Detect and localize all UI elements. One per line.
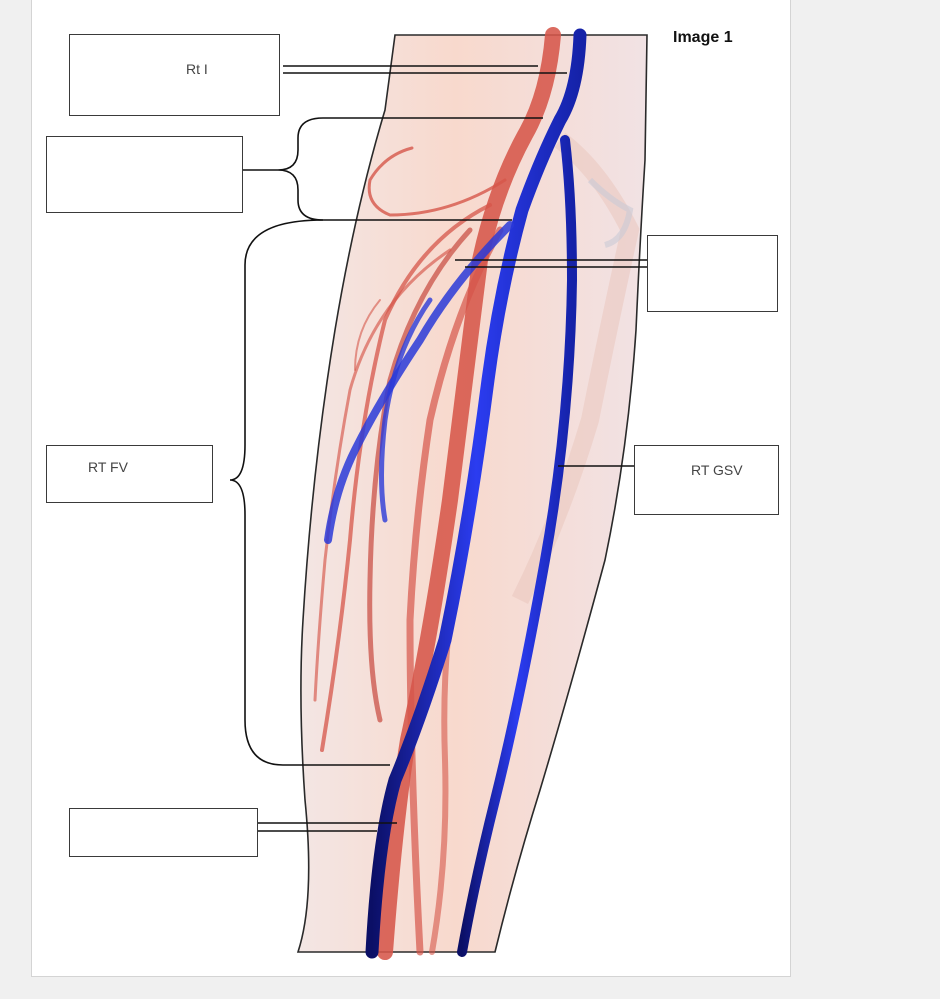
artery-branch-5 xyxy=(313,248,452,702)
knee-shading xyxy=(587,177,634,248)
brace-small xyxy=(277,117,324,221)
brace-large xyxy=(229,219,324,766)
artery-branch-6 xyxy=(354,299,381,371)
leader-top-left xyxy=(283,65,567,74)
label-rt-i: Rt I xyxy=(186,61,208,77)
leader-right-upper xyxy=(455,259,647,268)
label-rt-fv: RT FV xyxy=(88,459,128,475)
great-saphenous-vein xyxy=(457,135,578,957)
leader-lines xyxy=(257,65,647,832)
vein-group xyxy=(324,28,587,959)
artery-branch-3 xyxy=(367,227,473,723)
label-box-right-middle[interactable]: RT GSV xyxy=(634,445,779,515)
leader-bottom-left xyxy=(257,822,397,832)
label-box-femoral-bracket[interactable]: RT FV xyxy=(46,445,213,503)
figure-title: Image 1 xyxy=(673,29,733,46)
label-box-bottom-left[interactable] xyxy=(69,808,258,857)
label-box-top-left[interactable]: Rt I xyxy=(69,34,280,116)
femoral-vein xyxy=(365,28,587,959)
artery-branch-1 xyxy=(367,146,507,217)
braces xyxy=(229,117,324,766)
label-box-right-upper[interactable] xyxy=(647,235,778,312)
label-rt-gsv: RT GSV xyxy=(691,462,743,478)
artery-branch-4 xyxy=(406,226,504,956)
label-box-branch-bracket[interactable] xyxy=(46,136,243,213)
vein-branch-lower xyxy=(379,297,433,523)
